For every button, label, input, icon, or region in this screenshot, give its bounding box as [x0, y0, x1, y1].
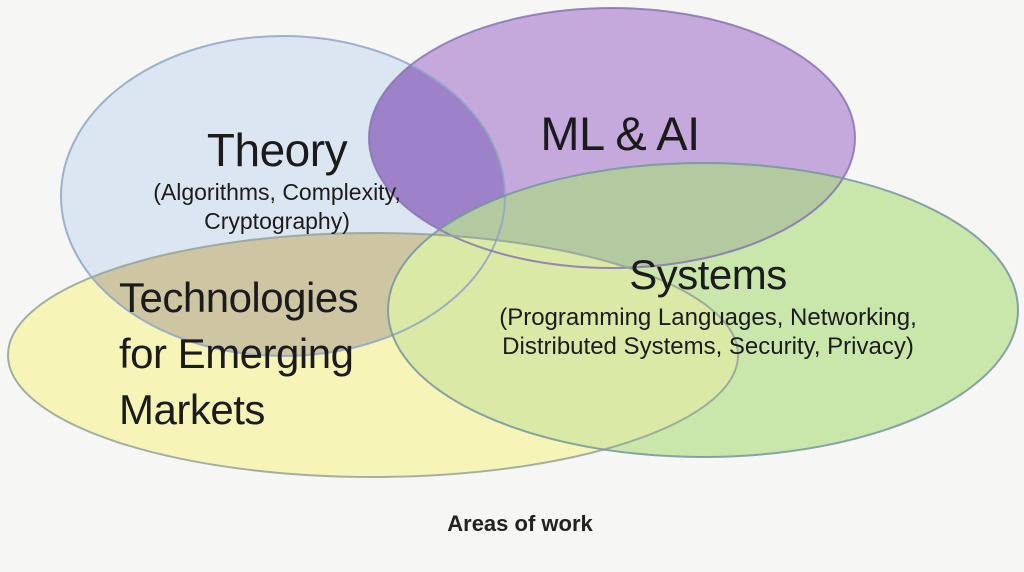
systems-subtitle-line2: Distributed Systems, Security, Privacy)	[502, 333, 914, 360]
emerging-markets-title-line1: Technologies	[119, 274, 359, 321]
systems-ellipse-outline	[387, 162, 1019, 458]
ml-ai-ellipse-outline	[368, 7, 856, 269]
ml-ai-label-block: ML & AI	[470, 108, 770, 160]
theory-subtitle-line2: Cryptography)	[204, 208, 350, 234]
emerging-markets-ellipse-outline	[7, 232, 739, 478]
emerging-markets-title-line2: for Emerging	[119, 330, 354, 377]
systems-subtitle-line1: (Programming Languages, Networking,	[499, 304, 917, 331]
caption-block: Areas of work	[380, 510, 660, 538]
theory-subtitle-line1: (Algorithms, Complexity,	[153, 179, 401, 205]
theory-label-block: Theory (Algorithms, Complexity, Cryptogr…	[77, 124, 477, 236]
ml-ai-title: ML & AI	[540, 107, 700, 160]
systems-title: Systems	[629, 251, 787, 298]
theory-title: Theory	[206, 124, 348, 176]
diagram-caption: Areas of work	[447, 511, 593, 536]
emerging-markets-label-block: Technologies for Emerging Markets	[119, 270, 459, 438]
mlai-systems-overlap-region	[388, 163, 855, 268]
systems-label-block: Systems (Programming Languages, Networki…	[458, 252, 958, 361]
emerging-markets-title-line3: Markets	[119, 386, 265, 433]
